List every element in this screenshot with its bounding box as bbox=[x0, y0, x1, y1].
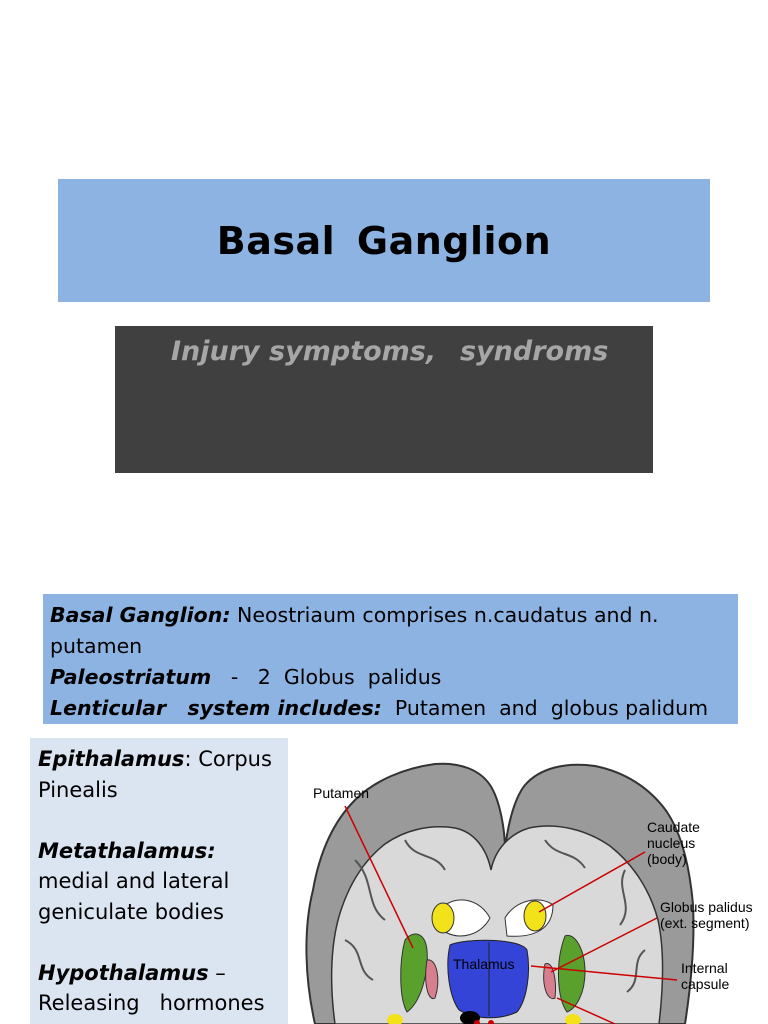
thalamus-parts-box: Epithalamus: Corpus Pinealis Metathalamu… bbox=[30, 738, 288, 1024]
leader-internal bbox=[530, 965, 678, 981]
caudate-left bbox=[431, 902, 455, 934]
subtitle-part-2: syndroms bbox=[460, 336, 609, 367]
subtitle-part-1: Injury symptoms, bbox=[171, 336, 437, 367]
bottom-red-a bbox=[474, 1020, 480, 1024]
label-caudate-2: nucleus bbox=[647, 835, 695, 851]
epithalamus-entry: Epithalamus: Corpus Pinealis bbox=[38, 744, 282, 805]
basal-ganglion-label: Basal Ganglion: bbox=[50, 603, 231, 627]
bottom-red-b bbox=[488, 1020, 494, 1024]
caudate-right bbox=[523, 900, 547, 932]
hypothalamus-text: – Releasing hormones bbox=[38, 960, 265, 1016]
brain-coronal-section-diagram: Putamen Caudate nucleus (body) Globus pa… bbox=[305, 762, 753, 1024]
gyrus-lines bbox=[344, 839, 646, 993]
putamen-left bbox=[400, 933, 428, 1013]
bottom-yellow-right bbox=[565, 1014, 581, 1024]
bottom-black bbox=[460, 1011, 480, 1024]
thalamus-shape bbox=[447, 939, 530, 1019]
label-globus-2: (ext. segment) bbox=[660, 915, 749, 931]
subtitle-banner: Injury symptoms, syndroms bbox=[115, 326, 653, 473]
hypothalamus-entry: Hypothalamus – Releasing hormones bbox=[38, 958, 282, 1019]
label-caudate-3: (body) bbox=[647, 851, 687, 867]
label-caudate-1: Caudate bbox=[647, 819, 700, 835]
metathalamus-entry: Metathalamus: medial and lateral genicul… bbox=[38, 836, 282, 928]
label-internal-2: capsule bbox=[681, 976, 729, 992]
leader-bottom bbox=[556, 997, 616, 1024]
bottom-yellow-left bbox=[387, 1014, 403, 1024]
putamen-right bbox=[558, 935, 586, 1013]
metathalamus-text: medial and lateral geniculate bodies bbox=[38, 869, 230, 924]
ventricle-left bbox=[444, 899, 491, 937]
epithalamus-label: Epithalamus bbox=[38, 747, 185, 771]
leader-caudate bbox=[538, 851, 646, 913]
hypothalamus-label: Hypothalamus bbox=[38, 960, 209, 985]
lenticular-label: Lenticular system includes: bbox=[50, 696, 382, 720]
basal-ganglion-text: Neostriaum comprises n.caudatus and n. p… bbox=[50, 603, 659, 658]
epithalamus-text: : Corpus Pinealis bbox=[38, 747, 272, 802]
leader-globus bbox=[550, 917, 658, 973]
globus-left bbox=[425, 959, 439, 1000]
page-title: Basal Ganglion bbox=[216, 218, 552, 263]
paleostriatum-label: Paleostriatum bbox=[50, 665, 212, 689]
label-globus-1: Globus palidus bbox=[660, 899, 753, 915]
label-putamen: Putamen bbox=[313, 785, 369, 801]
label-internal-1: Internal bbox=[681, 960, 728, 976]
paleostriatum-text: - 2 Globus palidus bbox=[211, 665, 442, 689]
label-thalamus: Thalamus bbox=[453, 956, 514, 972]
definition-box: Basal Ganglion: Neostriaum comprises n.c… bbox=[43, 594, 738, 724]
lenticular-text: Putamen and globus palidum bbox=[381, 696, 709, 720]
title-banner: Basal Ganglion bbox=[58, 179, 710, 302]
leader-putamen bbox=[344, 805, 414, 949]
metathalamus-label: Metathalamus: bbox=[38, 838, 216, 863]
globus-right bbox=[543, 963, 556, 1000]
